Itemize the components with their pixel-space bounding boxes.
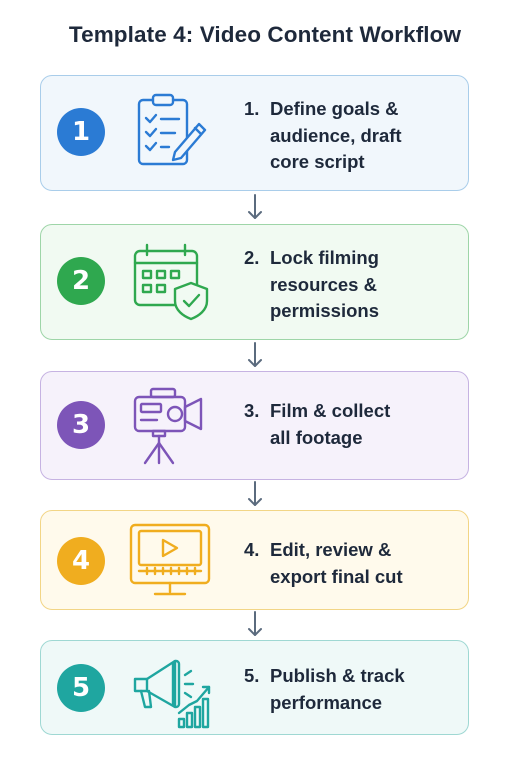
arrow-down-icon bbox=[248, 194, 262, 219]
step-badge-5: 5 bbox=[57, 664, 105, 712]
step-text-5: 5.Publish & track performance bbox=[244, 665, 405, 713]
step-text-1: 1.Define goals & audience, draft core sc… bbox=[244, 98, 402, 172]
step-card-1: 1 1.Define goals & audience, draft core … bbox=[40, 75, 469, 191]
clipboard-checklist-icon bbox=[129, 90, 213, 174]
megaphone-chart-icon bbox=[129, 647, 213, 731]
step-badge-1: 1 bbox=[57, 108, 105, 156]
arrow-down-icon bbox=[248, 611, 262, 636]
step-badge-4: 4 bbox=[57, 537, 105, 585]
step-card-5: 5 5.Publish & track performance bbox=[40, 640, 469, 735]
step-badge-3: 3 bbox=[57, 401, 105, 449]
step-text-2: 2.Lock filming resources & permissions bbox=[244, 247, 379, 321]
monitor-play-icon bbox=[129, 519, 213, 603]
step-card-4: 4 4.Edit, review & export final cut bbox=[40, 510, 469, 610]
video-camera-icon bbox=[129, 383, 213, 467]
step-card-2: 2 2.Lock filming resources & permissions bbox=[40, 224, 469, 340]
page-title: Template 4: Video Content Workflow bbox=[68, 22, 462, 47]
step-text-3: 3.Film & collect all footage bbox=[244, 400, 391, 448]
step-text-4: 4.Edit, review & export final cut bbox=[244, 539, 403, 587]
step-card-3: 3 3.Film & collect all footage bbox=[40, 371, 469, 480]
arrow-down-icon bbox=[248, 342, 262, 367]
calendar-shield-icon bbox=[129, 239, 213, 323]
arrow-down-icon bbox=[248, 481, 262, 506]
step-badge-2: 2 bbox=[57, 257, 105, 305]
